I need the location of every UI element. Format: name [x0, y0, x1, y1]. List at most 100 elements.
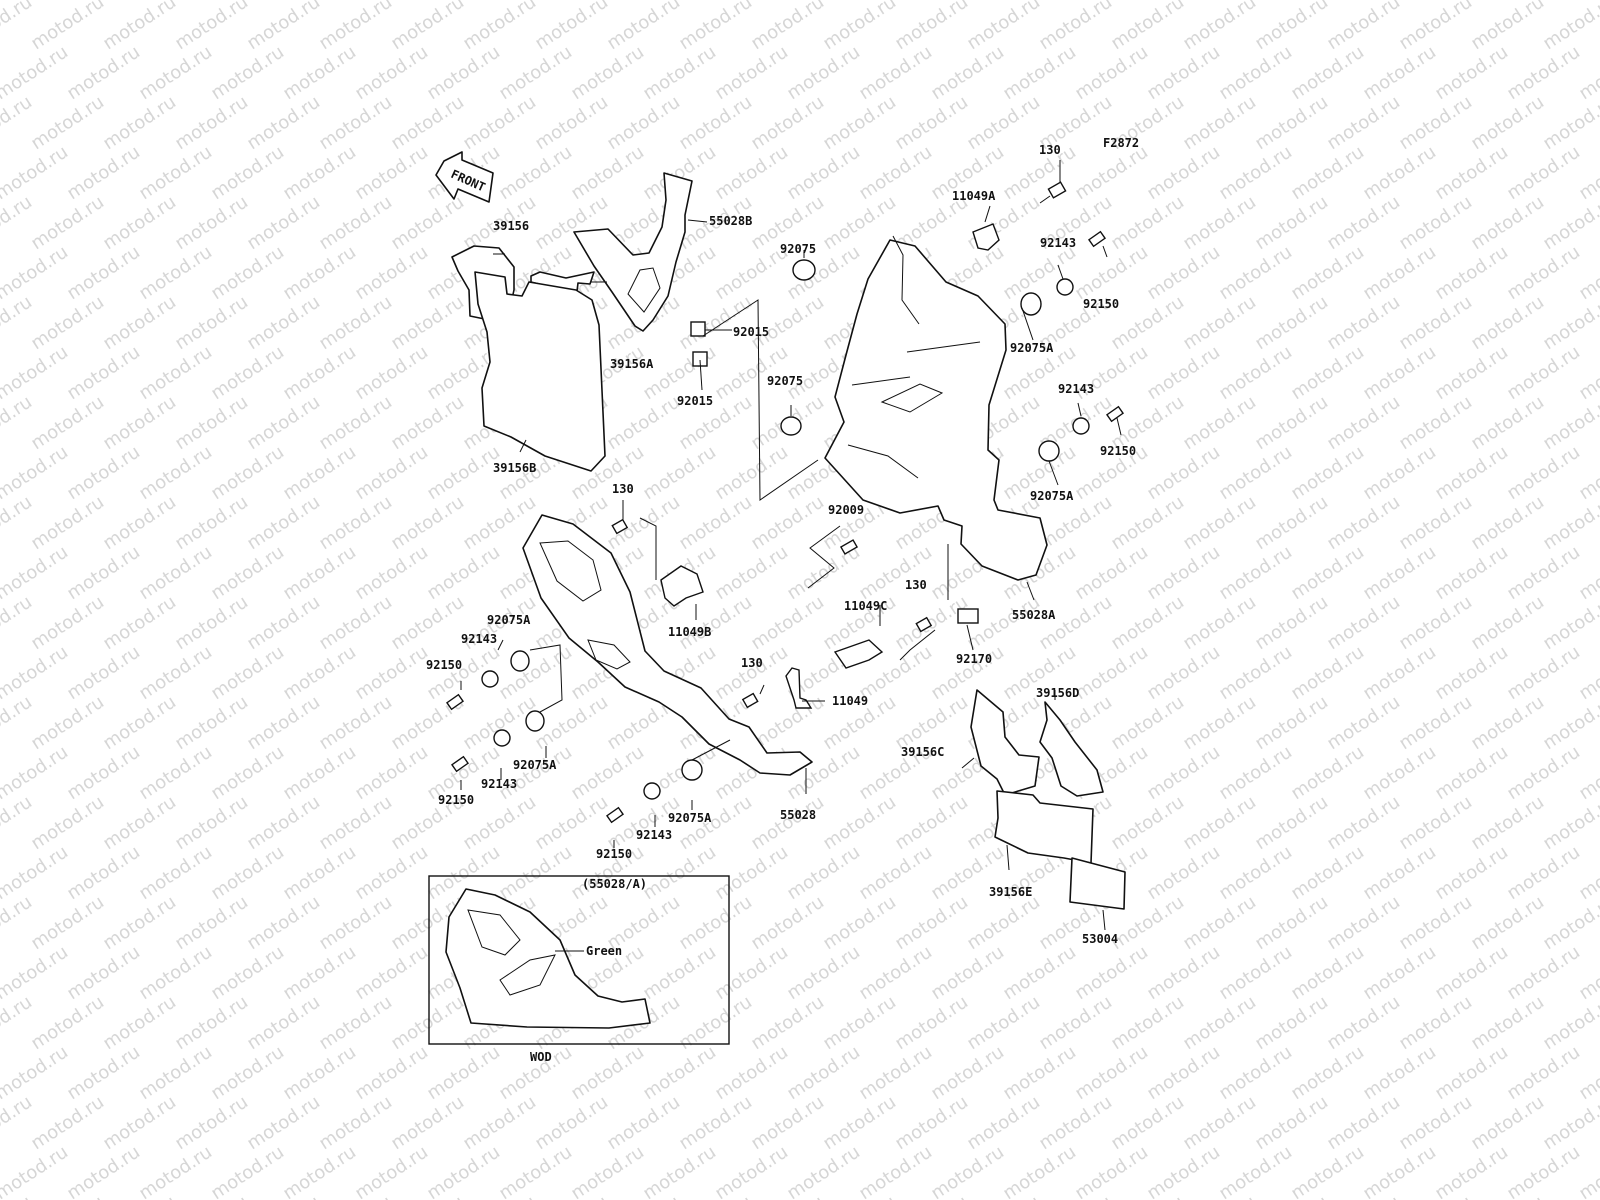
label-92150-e: 92150: [596, 847, 632, 861]
watermark-text: motod.ru: [1071, 642, 1152, 705]
watermark-text: motod.ru: [1431, 342, 1512, 405]
watermark-text: motod.ru: [1503, 842, 1584, 905]
watermark-text: motod.ru: [243, 92, 324, 155]
watermark-text: motod.ru: [279, 642, 360, 705]
watermark-text: motod.ru: [1179, 492, 1260, 555]
watermark-text: motod.ru: [27, 92, 108, 155]
watermark-text: motod.ru: [1251, 1092, 1332, 1155]
bracket-11049a: [972, 223, 1000, 251]
watermark-text: motod.ru: [783, 542, 864, 605]
label-55028a: 55028A: [1012, 608, 1056, 622]
watermark-text: motod.ru: [747, 892, 828, 955]
watermark-text: motod.ru: [171, 492, 252, 555]
watermark-text: motod.ru: [1395, 792, 1476, 855]
watermark-text: motod.ru: [1575, 342, 1600, 405]
watermark-text: motod.ru: [603, 0, 684, 54]
watermark-text: motod.ru: [207, 242, 288, 305]
watermark-text: motod.ru: [207, 142, 288, 205]
watermark-text: motod.ru: [171, 892, 252, 955]
watermark-text: motod.ru: [1467, 492, 1548, 555]
watermark-text: motod.ru: [1467, 1092, 1548, 1155]
watermark-text: motod.ru: [711, 942, 792, 1005]
watermark-text: motod.ru: [747, 92, 828, 155]
bolt-92150-c: [445, 693, 465, 711]
label-92150-d: 92150: [438, 793, 474, 807]
watermark-text: motod.ru: [99, 292, 180, 355]
watermark-text: motod.ru: [27, 892, 108, 955]
watermark-text: motod.ru: [1575, 542, 1600, 605]
bolt-92150-d: [450, 755, 470, 773]
watermark-text: motod.ru: [1323, 592, 1404, 655]
watermark-text: motod.ru: [495, 742, 576, 805]
hardware-parts: [445, 181, 1125, 824]
watermark-text: motod.ru: [675, 92, 756, 155]
watermark-text: motod.ru: [171, 1092, 252, 1155]
watermark-text: motod.ru: [495, 42, 576, 105]
watermark-text: motod.ru: [243, 192, 324, 255]
watermark-text: motod.ru: [99, 992, 180, 1055]
watermark-text: motod.ru: [1107, 692, 1188, 755]
watermark-text: motod.ru: [279, 1142, 360, 1200]
watermark-text: motod.ru: [855, 42, 936, 105]
label-92170: 92170: [956, 652, 992, 666]
watermark-text: motod.ru: [963, 92, 1044, 155]
watermark-text: motod.ru: [711, 542, 792, 605]
watermark-text: motod.ru: [1467, 792, 1548, 855]
watermark-text: motod.ru: [279, 542, 360, 605]
watermark-text: motod.ru: [1215, 342, 1296, 405]
watermark-text: motod.ru: [99, 1092, 180, 1155]
watermark-text: motod.ru: [315, 692, 396, 755]
watermark-text: motod.ru: [63, 342, 144, 405]
watermark-text: motod.ru: [315, 192, 396, 255]
watermark-text: motod.ru: [423, 42, 504, 105]
label-92150-a: 92150: [1083, 297, 1119, 311]
part-labels: F2872 130 11049A 92143 92150 92075A 9214…: [426, 136, 1139, 1064]
watermark-text: motod.ru: [1179, 0, 1260, 54]
watermark-text: motod.ru: [0, 0, 36, 54]
watermark-text: motod.ru: [1179, 892, 1260, 955]
watermark-text: motod.ru: [1503, 342, 1584, 405]
watermark-text: motod.ru: [711, 1142, 792, 1200]
watermark-text: motod.ru: [27, 392, 108, 455]
watermark-text: motod.ru: [279, 442, 360, 505]
watermark-text: motod.ru: [639, 1042, 720, 1105]
watermark-text: motod.ru: [1359, 1042, 1440, 1105]
watermark-text: motod.ru: [171, 592, 252, 655]
wod-inset: [428, 875, 730, 1045]
watermark-text: motod.ru: [1503, 442, 1584, 505]
watermark-text: motod.ru: [1359, 442, 1440, 505]
watermark-text: motod.ru: [891, 892, 972, 955]
watermark-text: motod.ru: [1395, 992, 1476, 1055]
watermark-text: motod.ru: [315, 1092, 396, 1155]
watermark-text: motod.ru: [567, 42, 648, 105]
watermark-text: motod.ru: [603, 392, 684, 455]
watermark-text: motod.ru: [1143, 42, 1224, 105]
watermark-text: motod.ru: [1215, 442, 1296, 505]
watermark-text: motod.ru: [243, 692, 324, 755]
watermark-text: motod.ru: [1503, 42, 1584, 105]
watermark-text: motod.ru: [243, 0, 324, 54]
watermark-text: motod.ru: [495, 142, 576, 205]
watermark-text: motod.ru: [387, 392, 468, 455]
watermark-text: motod.ru: [1395, 1092, 1476, 1155]
watermark-text: motod.ru: [1575, 1042, 1600, 1105]
watermark-text: motod.ru: [819, 1092, 900, 1155]
label-130-c: 130: [905, 578, 927, 592]
watermark-text: motod.ru: [1107, 492, 1188, 555]
watermark-text: motod.ru: [1035, 0, 1116, 54]
watermark-text: motod.ru: [351, 342, 432, 405]
watermark-text: motod.ru: [1143, 1142, 1224, 1200]
watermark-text: motod.ru: [27, 292, 108, 355]
watermark-text: motod.ru: [675, 592, 756, 655]
watermark-text: motod.ru: [27, 792, 108, 855]
watermark-text: motod.ru: [891, 0, 972, 54]
watermark-text: motod.ru: [1323, 992, 1404, 1055]
watermark-text: motod.ru: [279, 842, 360, 905]
watermark-text: motod.ru: [171, 92, 252, 155]
watermark-text: motod.ru: [1179, 992, 1260, 1055]
watermark-text: motod.ru: [1143, 442, 1224, 505]
label-92075a-c: 92075A: [487, 613, 531, 627]
watermark-text: motod.ru: [351, 42, 432, 105]
watermark-text: motod.ru: [531, 792, 612, 855]
label-39156: 39156: [493, 219, 529, 233]
